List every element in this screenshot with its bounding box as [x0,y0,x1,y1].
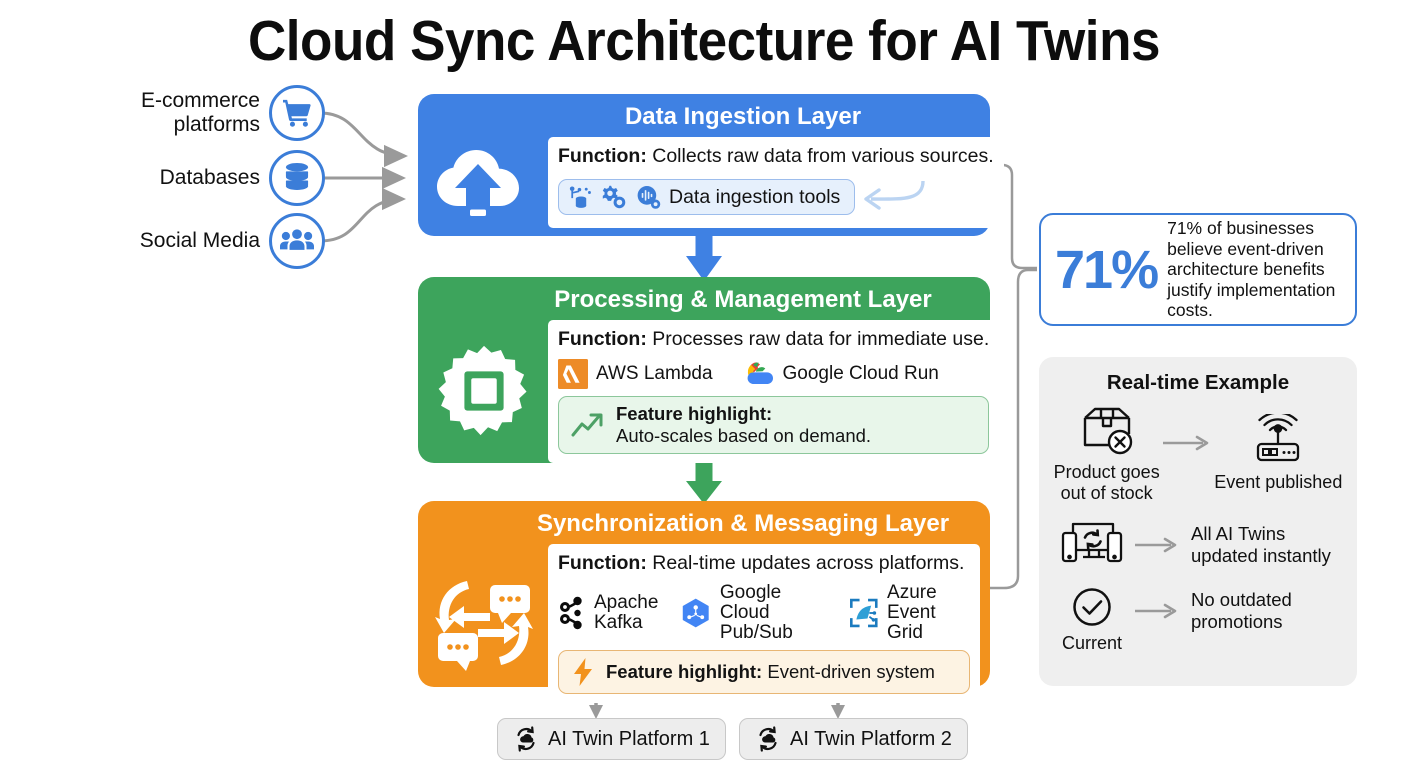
feature-label: Feature highlight: [616,403,773,424]
realtime-title: Real-time Example [1106,371,1290,394]
sync-messages-icon [428,544,540,703]
vendor-name: Azure Event Grid [887,582,937,643]
vendor-azure-event-grid[interactable]: Azure Event Grid [849,583,970,643]
arrow-right-icon [1162,435,1209,450]
tools-pill-label: Data ingestion tools [669,185,841,208]
cpu-gear-icon [428,320,540,463]
realtime-caption: Current [1061,633,1123,654]
arrow-right-icon [1135,603,1177,619]
realtime-caption: Product goes out of stock [1053,462,1160,503]
realtime-row: All AI Twins updated instantly [1053,519,1343,571]
feature-text: Feature highlight: Event-driven system [606,661,935,683]
source-label: Databases [159,165,260,189]
platform-label: AI Twin Platform 2 [790,727,952,750]
function-line: Function: Processes raw data for immedia… [558,328,989,351]
realtime-right-cell: Event published [1214,414,1342,493]
vendor-aws-lambda[interactable]: AWS Lambda [558,359,713,389]
source-node-databases[interactable]: Databases [130,150,325,206]
database-icon [269,150,325,206]
trending-up-icon [571,413,603,437]
people-group-icon [269,213,325,269]
cloud-sync-icon [517,726,535,752]
layer-card-sync[interactable]: Synchronization & Messaging Layer [418,501,990,703]
vendor-name: Apache Kafka [594,591,659,633]
function-label: Function: [558,145,647,167]
google-cloud-run-icon [747,362,773,384]
realtime-row-text: All AI Twins updated instantly [1191,523,1331,567]
function-line: Function: Collects raw data from various… [558,145,994,168]
vendor-google-cloud-run[interactable]: Google Cloud Run [743,359,939,389]
processing-panel: Function: Processes raw data for immedia… [548,320,1000,463]
vendor-name: Google Cloud Pub/Sub [719,582,793,643]
function-text: Collects raw data from various sources. [652,145,994,167]
layer-title: Data Ingestion Layer [624,103,862,130]
feature-highlight-sync: Feature highlight: Event-driven system [558,649,970,694]
devices-sync-icon [1061,523,1123,563]
layer-card-ingestion[interactable]: Data Ingestion Layer Function: Collects … [418,94,1004,236]
statistic-text: 71% of businesses believe event-driven a… [1167,218,1336,321]
realtime-row-text: No outdated promotions [1191,588,1292,632]
shopping-cart-icon [269,85,325,141]
function-text: Real-time updates across platforms. [652,552,965,574]
source-label: Social Media [139,228,260,252]
vendor-name: AWS Lambda [596,363,713,385]
function-text: Processes raw data for immediate use. [652,328,990,350]
platform-chip-2[interactable]: AI Twin Platform 2 [739,718,968,760]
cloud-upload-icon [428,137,540,228]
azure-event-grid-icon [850,598,878,628]
source-node-ecommerce[interactable]: E-commerce platforms [130,85,325,141]
vendor-google-pubsub[interactable]: Google Cloud Pub/Sub [680,583,827,643]
source-node-social-media[interactable]: Social Media [130,213,325,269]
feature-detail: Event-driven system [767,660,935,682]
ingestion-panel: Function: Collects raw data from various… [548,137,1004,228]
sync-panel: Function: Real-time updates across platf… [548,544,980,703]
source-label: E-commerce platforms [140,88,260,136]
layer-title: Processing & Management Layer [554,286,932,313]
realtime-caption: Event published [1214,472,1343,493]
feature-text: Feature highlight: Auto-scales based on … [616,403,871,447]
function-label: Function: [558,552,647,574]
data-pipeline-icon [569,185,591,208]
page-title: Cloud Sync Architecture for AI Twins [247,9,1161,73]
realtime-example-panel: Real-time Example Product goes out of s [1039,357,1357,686]
vendor-apache-kafka[interactable]: Apache Kafka [558,593,658,633]
aws-lambda-icon [558,359,588,389]
check-circle-icon [1073,588,1111,627]
waveform-gear-icon [637,186,661,209]
layer-title: Synchronization & Messaging Layer [536,510,950,537]
realtime-row: Current No outdated promotions [1053,585,1343,654]
feature-label: Feature highlight: [606,660,763,682]
function-label: Function: [558,328,647,350]
platform-chip-1[interactable]: AI Twin Platform 1 [497,718,726,760]
lightning-bolt-icon [574,657,592,686]
realtime-left-cell: Current [1061,585,1123,654]
realtime-row: Product goes out of stock [1053,404,1343,503]
feature-highlight-processing: Feature highlight: Auto-scales based on … [558,396,990,454]
cloud-sync-icon [759,726,777,752]
arrow-right-icon [1135,538,1177,553]
function-line: Function: Real-time updates across platf… [558,552,970,575]
router-broadcast-icon [1257,414,1300,462]
statistic-number: 71% [1055,239,1159,300]
platform-label: AI Twin Platform 1 [548,727,710,750]
realtime-left-cell: Product goes out of stock [1054,404,1160,503]
layer-card-processing[interactable]: Processing & Management Layer [418,277,1000,463]
data-ingestion-tools-pill[interactable]: Data ingestion tools [558,179,856,215]
apache-kafka-icon [560,596,582,630]
google-pubsub-icon [683,598,710,628]
gears-icon [602,185,626,209]
statistic-callout: 71% 71% of businesses believe event-driv… [1039,213,1357,326]
curved-arrow-left-icon [864,180,925,210]
feature-detail: Auto-scales based on demand. [616,424,872,446]
box-out-of-stock-icon [1083,407,1132,455]
vendor-name: Google Cloud Run [782,363,939,385]
